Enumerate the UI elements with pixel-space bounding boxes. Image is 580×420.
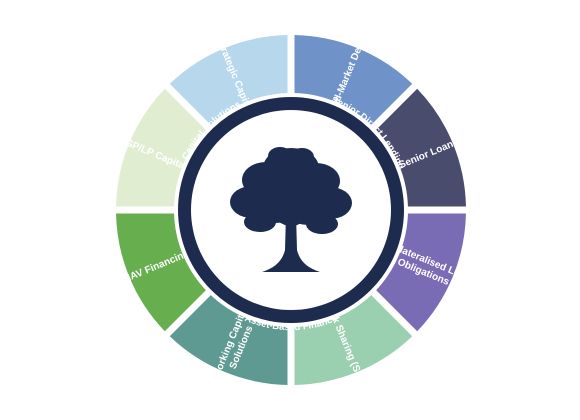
- segment-nav-financing: [116, 213, 206, 332]
- segment-gp-lp-capital: [116, 88, 206, 207]
- segment-working-capital-solutions: [169, 295, 288, 385]
- segment-risk-sharing-srt: [294, 295, 413, 385]
- segment-mid-market-debt: [294, 35, 413, 125]
- segment-strategic-capital: [169, 35, 288, 125]
- oak-tree-icon: [230, 147, 352, 272]
- segment-collateralised-loan-obligations: [376, 213, 466, 332]
- segment-senior-loan: [376, 88, 466, 207]
